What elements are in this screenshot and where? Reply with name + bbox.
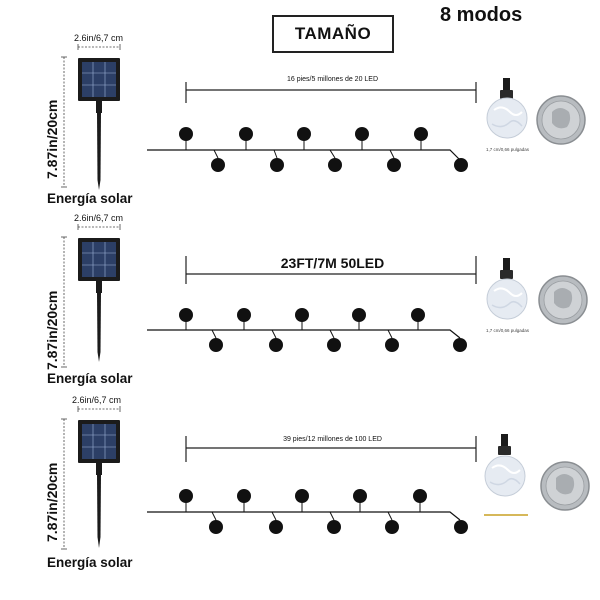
coin-icon: [540, 461, 590, 511]
solar-label: Energía solar: [47, 371, 133, 386]
solar-label: Energía solar: [47, 555, 133, 570]
string-length-label: 39 pies/12 millones de 100 LED: [283, 436, 382, 443]
string-length-label: 16 pies/5 millones de 20 LED: [286, 76, 379, 83]
product-row-1: 2.6in/6,7 cm 7.87in/20cm Energía solar 1…: [0, 30, 600, 220]
size-title: TAMAÑO: [272, 15, 394, 53]
panel-height-dimension: [61, 56, 67, 188]
product-row-3: 2.6in/6,7 cm 7.87in/20cm Energía solar 3…: [0, 392, 600, 582]
bulb-size-note: 1,7 cm/0,66 pulgadas: [486, 328, 530, 333]
panel-width-label: 2.6in/6,7 cm: [74, 213, 124, 223]
string-length-dimension: [185, 82, 477, 103]
product-row-2: 2.6in/6,7 cm 7.87in/20cm Energía solar 2…: [0, 210, 600, 400]
string-length-dimension: [185, 436, 477, 462]
solar-panel-icon: [78, 58, 120, 190]
solar-panel-icon: [78, 238, 120, 362]
panel-width-label: 2.6in/6,7 cm: [72, 395, 122, 405]
modes-label: 8 modos: [440, 4, 523, 26]
panel-width-dimension: [77, 44, 121, 50]
led-bulb-icon: [486, 78, 528, 139]
solar-panel-icon: [78, 420, 120, 548]
bulb-size-note: 1,7 cm/0,66 pulgadas: [486, 147, 530, 152]
panel-width-dimension: [77, 224, 121, 230]
panel-height-dimension: [61, 418, 67, 550]
panel-height-dimension: [61, 236, 67, 368]
row-2-drawing: [61, 224, 588, 368]
coin-icon: [538, 275, 588, 325]
row-3-drawing: [61, 406, 590, 550]
led-string: [147, 308, 467, 352]
solar-label: Energía solar: [47, 191, 133, 206]
row-1-drawing: [61, 44, 586, 190]
led-string: [147, 489, 468, 534]
led-string: [147, 127, 468, 172]
panel-width-label: 2.6in/6,7 cm: [74, 33, 124, 43]
string-length-label: 23FT/7M 50LED: [280, 255, 385, 271]
panel-width-dimension: [77, 406, 121, 412]
led-bulb-icon: [486, 258, 528, 320]
led-bulb-icon: [484, 434, 528, 516]
string-length-dimension: [185, 256, 477, 284]
coin-icon: [536, 95, 586, 145]
